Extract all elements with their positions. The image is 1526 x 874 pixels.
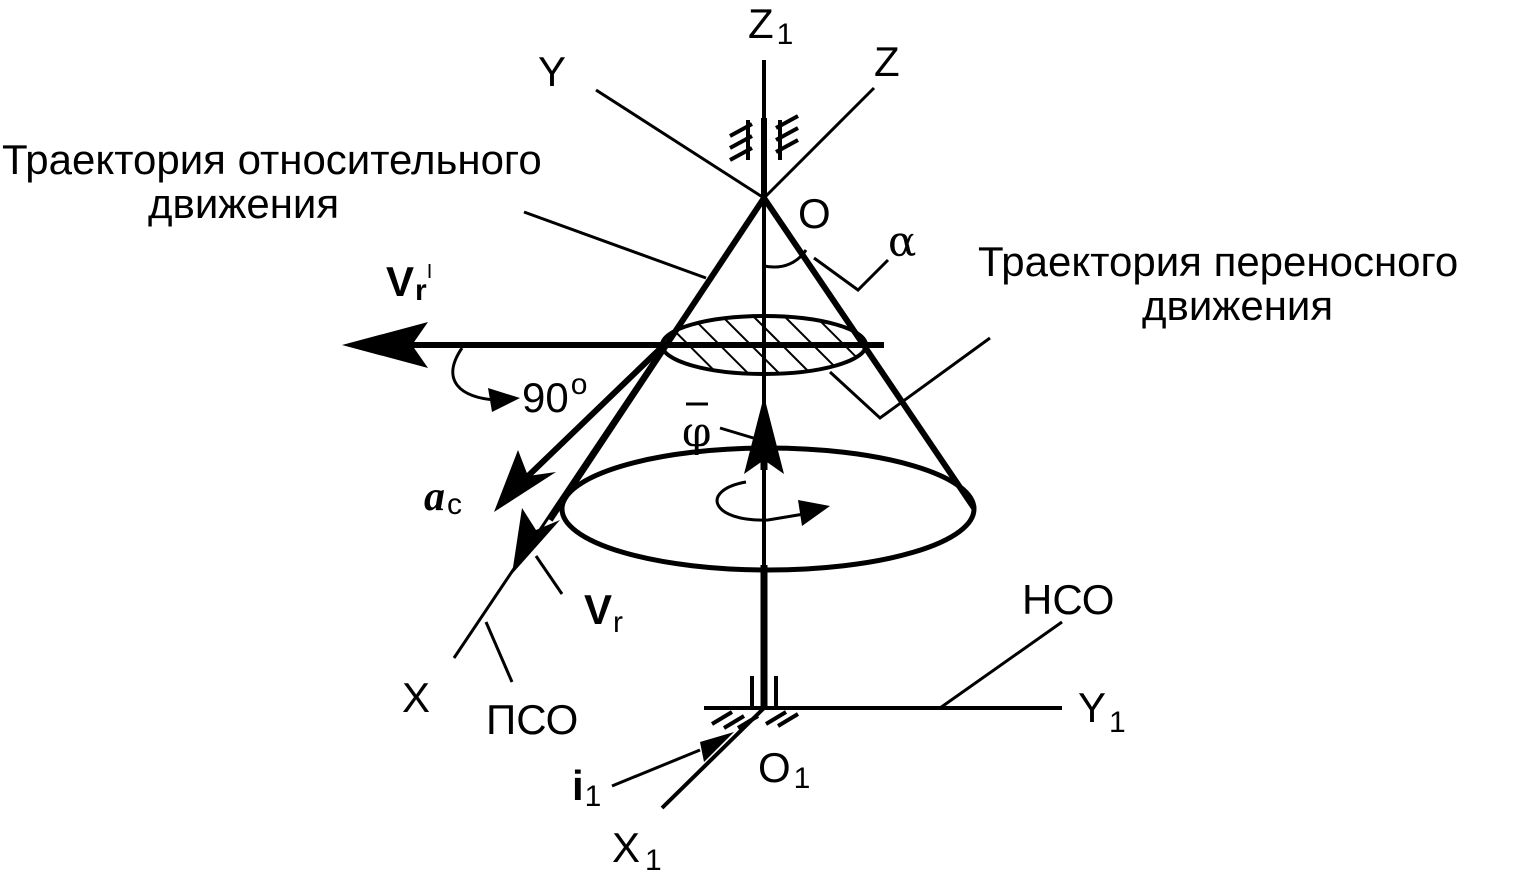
alpha-arc — [763, 249, 808, 269]
trans-traj-caption-line1: Траектория переносного — [978, 238, 1458, 285]
base-support-hatch — [710, 676, 800, 730]
z-axis-line — [762, 86, 876, 200]
phi-arrowhead — [744, 396, 784, 474]
y1-axis-subscript: 1 — [1109, 706, 1126, 739]
trans-traj-caption-line2: движения — [1142, 282, 1333, 329]
cone-generatrix-left — [547, 196, 767, 522]
vr-label: Vr — [584, 586, 623, 639]
y-axis-line — [595, 88, 765, 200]
angle-90-label: 90o — [522, 368, 587, 421]
ac-subscript: c — [447, 488, 462, 521]
rotation-arc — [715, 480, 805, 522]
rel-traj-leader — [523, 210, 707, 280]
rel-traj-caption-line2: движения — [148, 180, 339, 227]
origin-o-label: O — [798, 190, 831, 237]
angle-90-arc — [451, 347, 497, 402]
pso-label: ПСО — [486, 696, 578, 743]
i1-subscript: 1 — [585, 780, 602, 813]
origin-o1-subscript: 1 — [794, 762, 811, 795]
base-circle — [559, 445, 977, 573]
i1-leader-line — [611, 748, 701, 788]
ac-label: ac — [424, 474, 462, 521]
angle-90-superscript: o — [571, 368, 588, 401]
rel-traj-caption-line1: Траектория относительного — [2, 136, 542, 183]
vr-prime-label: VrI — [386, 258, 432, 307]
y-axis-label: Y — [538, 48, 566, 95]
vr-prime-subscript: r — [415, 274, 427, 307]
angle-90-arrowhead — [488, 388, 520, 412]
vr-prime-superscript: I — [427, 261, 433, 283]
x-axis-label: X — [402, 674, 430, 721]
ac-arrowhead — [494, 450, 556, 512]
nso-label: НСО — [1022, 576, 1114, 623]
x-axis-line — [452, 344, 666, 659]
vr-subscript: r — [613, 606, 623, 639]
z-axis-label: Z — [874, 38, 900, 85]
rotation-arrowhead — [798, 500, 830, 526]
top-support-hatch — [729, 114, 799, 162]
x1-axis-subscript: 1 — [645, 844, 662, 874]
alpha-leader-line — [813, 256, 890, 292]
z1-axis-subscript: 1 — [777, 18, 794, 51]
phi-leader-line — [719, 426, 761, 442]
trans-traj-leader — [828, 336, 991, 420]
vr-leader-line — [534, 555, 564, 595]
cone-generatrix-right — [761, 196, 977, 510]
phi-label: φ — [682, 407, 711, 456]
alpha-label: α — [888, 217, 916, 266]
pso-leader-line — [484, 621, 514, 683]
ac-vector — [523, 342, 667, 481]
i1-arrowhead — [700, 732, 734, 762]
vr-prime-arrowhead — [342, 322, 428, 368]
nso-leader-line — [939, 620, 1063, 710]
vr-arrowhead — [512, 508, 560, 574]
i1-label: i1 — [572, 762, 601, 813]
